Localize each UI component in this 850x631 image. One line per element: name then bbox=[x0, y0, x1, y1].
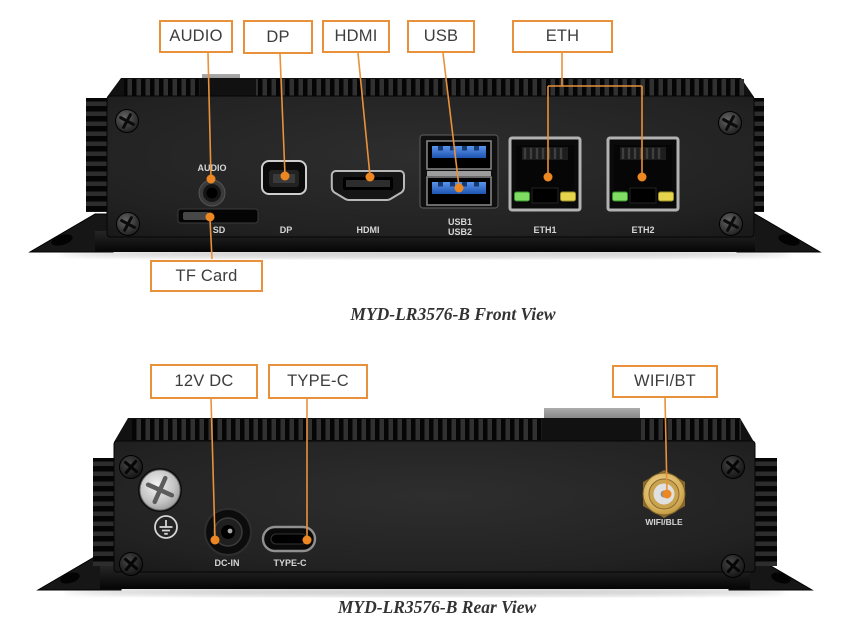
screw-icon bbox=[115, 211, 141, 237]
audio-jack bbox=[198, 179, 226, 207]
callout-type-c: TYPE-C bbox=[268, 364, 368, 399]
panel-label-hdmi: HDMI bbox=[357, 225, 380, 235]
screw-icon bbox=[118, 551, 144, 577]
panel-label-wifi: WIFI/BLE bbox=[645, 517, 683, 527]
callout-label: ETH bbox=[545, 27, 580, 45]
callout-12v-dc: 12V DC bbox=[150, 364, 258, 399]
ground-screw bbox=[138, 468, 182, 512]
callout-dp: DP bbox=[243, 20, 313, 54]
callout-tf-card: TF Card bbox=[150, 260, 263, 292]
screw-icon bbox=[720, 454, 746, 480]
panel-label-dp: DP bbox=[280, 225, 293, 235]
rear-leader-lines bbox=[210, 396, 668, 540]
panel-label-usb2: USB2 bbox=[448, 227, 472, 237]
front-view-caption: MYD-LR3576-B Front View bbox=[350, 304, 556, 324]
heatsink-fins-left bbox=[86, 98, 109, 212]
callout-eth: ETH bbox=[512, 20, 613, 53]
screw-icon bbox=[718, 211, 744, 237]
rear-leader-dots bbox=[210, 489, 672, 545]
panel-label-sd: SD bbox=[213, 225, 226, 235]
callout-label: TYPE-C bbox=[287, 372, 349, 390]
callout-label: AUDIO bbox=[169, 27, 223, 45]
panel-label-usb1: USB1 bbox=[448, 217, 472, 227]
callout-label: TF Card bbox=[175, 266, 238, 285]
mounting-ear bbox=[28, 213, 114, 253]
panel-label-eth1: ETH1 bbox=[533, 225, 556, 235]
screw-icon bbox=[717, 110, 743, 136]
heatsink-fins-right bbox=[754, 458, 777, 566]
screw-icon bbox=[114, 108, 140, 134]
heatsink-fins-top bbox=[256, 79, 744, 96]
front-device-photo: AUDIO SD DP HDMI USB1 bbox=[28, 74, 822, 259]
ground-symbol-icon bbox=[154, 515, 178, 539]
dc-in-jack bbox=[204, 508, 252, 556]
panel-label-dcin: DC-IN bbox=[215, 558, 240, 568]
callout-usb: USB bbox=[407, 20, 475, 53]
type-c-port bbox=[261, 525, 317, 553]
rear-view-caption: MYD-LR3576-B Rear View bbox=[337, 597, 537, 617]
callout-label: WIFI/BT bbox=[634, 372, 696, 390]
panel-label-eth2: ETH2 bbox=[631, 225, 654, 235]
panel-label-typec: TYPE-C bbox=[273, 558, 307, 568]
sd-card-slot bbox=[177, 208, 259, 224]
usb-ports bbox=[419, 134, 499, 209]
heatsink-fins-top bbox=[132, 419, 542, 440]
heatsink-fins-top bbox=[641, 419, 741, 440]
callout-hdmi: HDMI bbox=[322, 20, 390, 53]
heatsink-fins-left bbox=[93, 458, 116, 566]
callout-label: USB bbox=[423, 27, 459, 45]
callout-label: 12V DC bbox=[174, 372, 234, 390]
screw-icon bbox=[118, 454, 144, 480]
rear-device-shadow bbox=[65, 587, 785, 597]
rear-device-photo: DC-IN TYPE-C WIFI/BLE bbox=[36, 408, 814, 597]
callout-audio: AUDIO bbox=[159, 20, 233, 53]
callout-label: HDMI bbox=[334, 27, 378, 45]
panel-label-audio: AUDIO bbox=[198, 163, 227, 173]
front-leader-dots bbox=[205, 171, 647, 222]
heatsink-fins-top bbox=[124, 79, 200, 96]
front-leader-lines bbox=[207, 52, 643, 260]
callout-wifi-bt: WIFI/BT bbox=[612, 365, 718, 398]
callout-label: DP bbox=[266, 27, 290, 46]
screw-icon bbox=[720, 553, 746, 579]
hdmi-port bbox=[330, 170, 405, 201]
